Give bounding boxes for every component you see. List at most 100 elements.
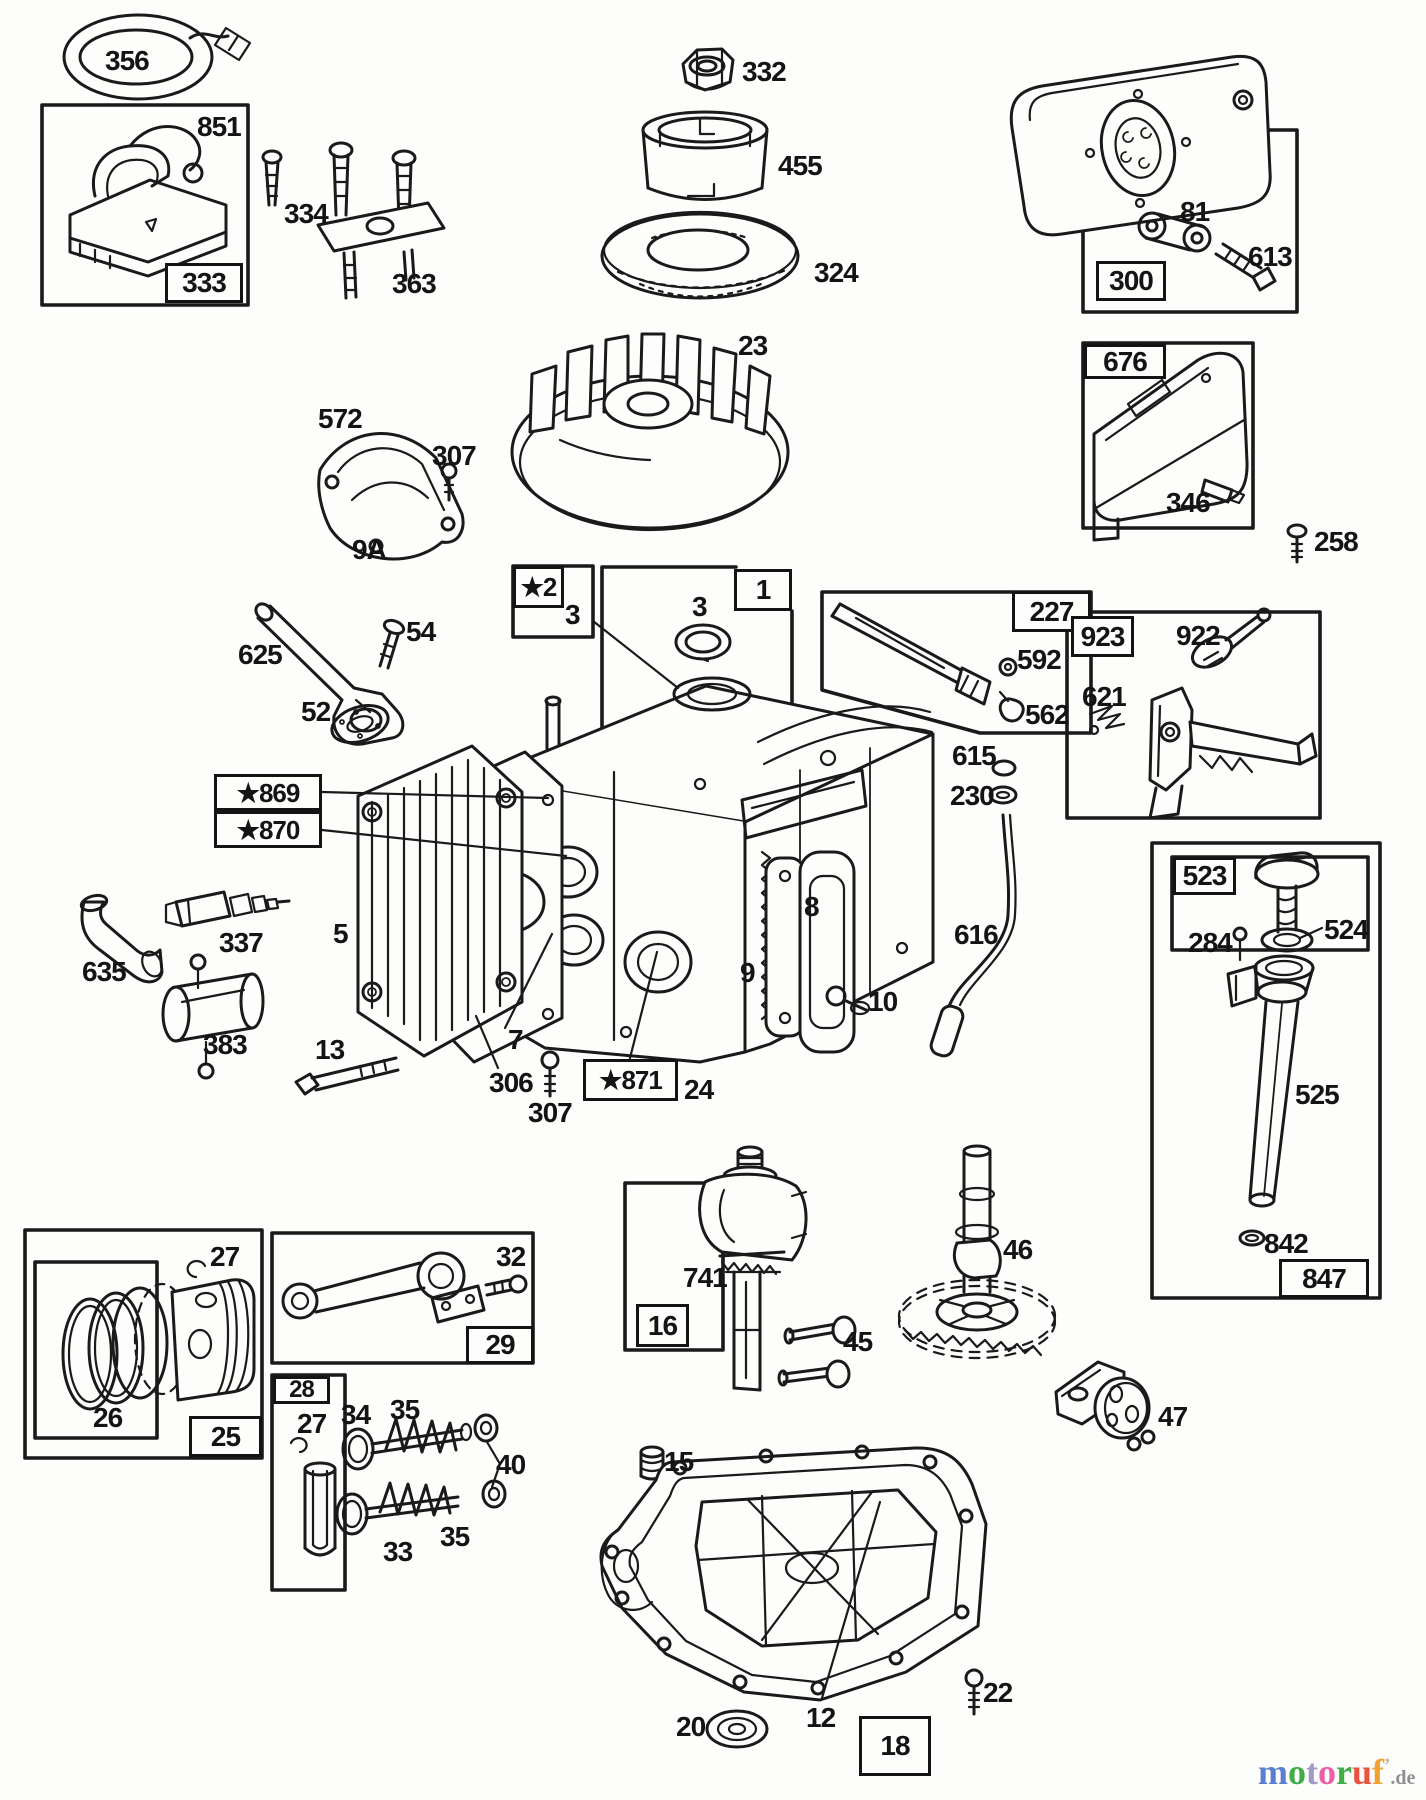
part-label-34: 34 [341, 1399, 371, 1430]
part-label-615: 615 [952, 740, 997, 771]
drawing-crankshaft-741 [623, 1145, 808, 1392]
drawing-camshaft-46 [897, 1144, 1057, 1360]
part-label-40: 40 [496, 1449, 526, 1480]
drawing-governor-47 [1054, 1360, 1156, 1452]
drawing-screw-307-top [440, 462, 458, 502]
drawing-oil-seal-20 [705, 1709, 769, 1749]
drawing-bolt-10 [825, 985, 871, 1016]
part-label-22: 22 [983, 1677, 1013, 1708]
part-label-27: 27 [210, 1241, 240, 1272]
part-label-1: 1 [734, 569, 792, 611]
part-label-star869: ★869 [214, 774, 322, 811]
drawing-spark-plug-337 [164, 890, 291, 928]
part-label-616: 616 [954, 919, 999, 950]
part-label-258: 258 [1314, 526, 1359, 557]
part-label-9: 9 [740, 957, 756, 988]
drawing-cylinder-head-5 [356, 744, 524, 1058]
part-label-306: 306 [489, 1067, 534, 1098]
part-label-676: 676 [1084, 344, 1166, 379]
part-label-star871: ★871 [583, 1059, 678, 1101]
part-label-332: 332 [742, 56, 787, 87]
drawing-screw-22 [964, 1668, 984, 1716]
part-label-star870: ★870 [214, 811, 322, 848]
drawing-washer-230 [988, 785, 1018, 805]
part-label-star2: ★2 [513, 566, 564, 608]
part-label-324: 324 [814, 257, 859, 288]
part-label-572: 572 [318, 403, 363, 434]
part-label-35: 35 [440, 1521, 470, 1552]
drawing-connecting-rod-29 [270, 1231, 535, 1365]
watermark-letter: r [1336, 1752, 1352, 1792]
part-label-284: 284 [1188, 927, 1233, 958]
drawing-starter-cup-455 [641, 110, 769, 201]
drawing-control-bracket-923 [1065, 607, 1322, 820]
drawing-screw-334 [261, 149, 283, 207]
drawing-bracket-363 [316, 141, 446, 300]
part-label-5: 5 [333, 918, 349, 949]
watermark-letter: f [1372, 1752, 1385, 1792]
drawing-flywheel-23 [510, 332, 790, 532]
part-label-25: 25 [189, 1416, 262, 1457]
part-label-334: 334 [284, 198, 329, 229]
part-label-613: 613 [1248, 241, 1293, 272]
watermark-suffix: .de [1390, 1767, 1416, 1789]
drawing-ignition-wire-356 [62, 13, 252, 101]
drawing-valves [335, 1413, 507, 1536]
part-label-625: 625 [238, 639, 283, 670]
part-label-18: 18 [859, 1716, 931, 1776]
part-label-32: 32 [496, 1241, 526, 1272]
part-label-20: 20 [676, 1711, 706, 1742]
drawing-cover-676 [1081, 341, 1255, 542]
drawing-washer-52 [330, 704, 390, 744]
part-label-635: 635 [82, 956, 127, 987]
part-label-621: 621 [1082, 681, 1127, 712]
drawing-dipstick-tube-523 [1150, 841, 1382, 1300]
watermark-tick: ’ [1384, 1755, 1391, 1776]
part-label-851: 851 [197, 111, 242, 142]
part-label-35: 35 [390, 1394, 420, 1425]
drawing-tappets-45 [777, 1315, 857, 1389]
part-label-46: 46 [1003, 1234, 1033, 1265]
part-label-524: 524 [1324, 914, 1369, 945]
drawing-bolt-13 [294, 1056, 400, 1096]
drawing-plug-boot-635 [79, 893, 164, 984]
drawing-screen-324 [600, 210, 800, 300]
part-label-8: 8 [804, 891, 820, 922]
part-label-47: 47 [1158, 1401, 1188, 1432]
drawing-bolt-613 [1214, 242, 1277, 292]
part-label-7: 7 [508, 1024, 524, 1055]
drawing-stator-572 [317, 432, 465, 561]
drawing-screw-54 [378, 618, 406, 670]
part-label-16: 16 [636, 1304, 689, 1347]
part-label-10: 10 [868, 986, 898, 1017]
watermark-letter: t [1306, 1752, 1318, 1792]
part-label-592: 592 [1017, 644, 1062, 675]
drawing-plug-15 [639, 1445, 665, 1481]
drawing-breather-cover-8 [798, 850, 856, 1054]
drawing-screw-307-head [540, 1050, 560, 1098]
part-label-12: 12 [806, 1702, 836, 1733]
part-label-230: 230 [950, 780, 995, 811]
part-label-13: 13 [315, 1034, 345, 1065]
part-label-523: 523 [1173, 857, 1236, 895]
drawing-leader-lines [320, 790, 659, 1070]
drawing-washer-615 [991, 759, 1017, 777]
part-label-3: 3 [692, 591, 708, 622]
drawing-oil-seal-3 [674, 623, 732, 663]
part-label-27: 27 [297, 1408, 327, 1439]
part-label-356: 356 [105, 45, 150, 76]
part-label-24: 24 [684, 1074, 714, 1105]
drawing-link-81 [1137, 211, 1212, 253]
part-label-23: 23 [738, 330, 768, 361]
part-label-525: 525 [1295, 1079, 1340, 1110]
part-label-455: 455 [778, 150, 823, 181]
part-label-333: 333 [165, 263, 243, 303]
part-label-3: 3 [565, 599, 581, 630]
part-label-346: 346 [1166, 487, 1211, 518]
watermark-letter: m [1258, 1752, 1288, 1792]
watermark-letter: u [1351, 1752, 1373, 1792]
drawing-piston-pin-28 [270, 1373, 347, 1592]
part-label-337: 337 [219, 927, 264, 958]
part-label-842: 842 [1264, 1228, 1309, 1259]
